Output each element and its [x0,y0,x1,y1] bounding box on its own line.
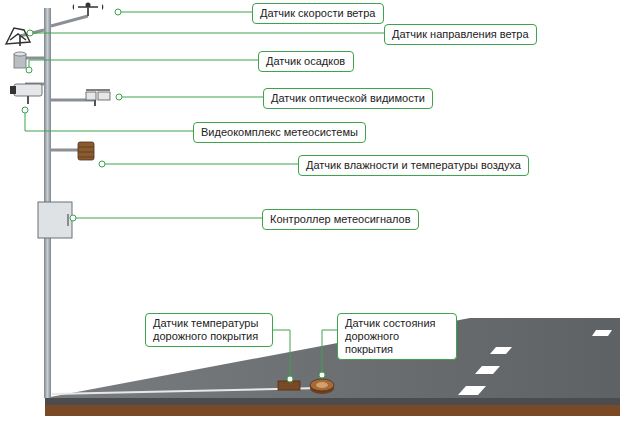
callout-label: Датчик осадков [266,55,346,68]
camera [10,84,42,104]
callout-label: Датчик влажности и температуры воздуха [306,159,521,172]
callout-label: Датчик направления ветра [392,28,529,41]
callout-label: Датчик температуры дорожного покрытия [153,317,265,343]
callout-label: Датчик состояния дорожного покрытия [345,317,449,356]
callout-box: Датчик оптической видимости [263,88,433,109]
callout-label: Датчик скорости ветра [260,7,376,20]
wind-speed-sensor [73,3,104,17]
road [45,318,620,416]
road-condition-sensor [310,379,334,394]
callout-label: Видеокомплекс метеосистемы [201,126,358,139]
leader-lines [25,12,384,376]
callout-label: Датчик оптической видимости [271,92,425,105]
callout-box: Датчик направления ветра [384,24,537,45]
callout-box: Видеокомплекс метеосистемы [193,122,366,143]
humidity-temperature-sensor [78,142,94,160]
callout-label: Контроллер метеосигналов [270,213,411,226]
visibility-sensor [86,90,110,106]
callout-box: Датчик скорости ветра [252,3,384,24]
callout-box: Датчик влажности и температуры воздуха [298,155,529,176]
callout-box: Датчик осадков [258,51,354,72]
callout-box: Датчик температуры дорожного покрытия [145,313,273,347]
controller-cabinet [38,202,72,238]
wind-direction-sensor [6,28,30,46]
callout-box: Датчик состояния дорожного покрытия [337,313,457,360]
precipitation-sensor [14,52,26,68]
pole [20,8,95,398]
callout-box: Контроллер метеосигналов [262,209,419,230]
